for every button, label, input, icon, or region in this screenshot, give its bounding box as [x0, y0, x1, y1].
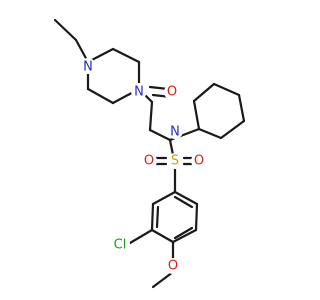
bond: [148, 100, 154, 132]
bond: [171, 228, 198, 244]
bond: [111, 47, 141, 64]
atom-label: S: [171, 154, 179, 169]
bond: [237, 93, 246, 123]
atom-chlorine: Cl: [110, 234, 130, 254]
atom-sulfur: S: [167, 153, 183, 169]
molecule-structure: N N O N S O O: [53, 18, 246, 289]
bond: [173, 190, 199, 206]
atom-nitrogen-piperazine-top: N: [80, 58, 96, 75]
bond: [192, 99, 201, 131]
atom-labels-group: N N O N S O O: [80, 58, 207, 274]
bond: [151, 270, 175, 289]
atom-label: N: [83, 60, 93, 75]
atom-label: N: [170, 125, 180, 140]
bond: [128, 228, 154, 245]
atom-oxygen-methoxy: O: [165, 258, 181, 274]
bond: [173, 226, 194, 240]
atom-nitrogen-piperazine-amide: N: [131, 83, 147, 100]
bond: [219, 119, 246, 140]
atom-label: O: [144, 154, 154, 169]
bond: [192, 82, 216, 103]
bond: [151, 190, 177, 206]
atom-label: O: [168, 259, 178, 274]
bond: [173, 195, 194, 209]
atom-nitrogen-sulfonamide: N: [167, 123, 183, 140]
bond: [53, 18, 78, 42]
bond: [150, 228, 175, 244]
bond: [197, 127, 223, 140]
atom-oxygen-sulfonyl-left: O: [141, 153, 157, 169]
bond: [150, 202, 155, 232]
bond: [194, 202, 199, 232]
bond: [155, 205, 160, 229]
atom-oxygen-sulfonyl-right: O: [191, 153, 207, 169]
atom-label: O: [194, 154, 204, 169]
bond: [212, 82, 241, 97]
atom-label: N: [134, 85, 144, 100]
bond: [86, 87, 115, 105]
atom-label: Cl: [114, 238, 127, 253]
atom-oxygen-carbonyl: O: [164, 84, 180, 100]
molecule-canvas: N N O N S O O: [53, 18, 246, 289]
atom-label: O: [167, 85, 177, 100]
bond: [148, 128, 172, 142]
